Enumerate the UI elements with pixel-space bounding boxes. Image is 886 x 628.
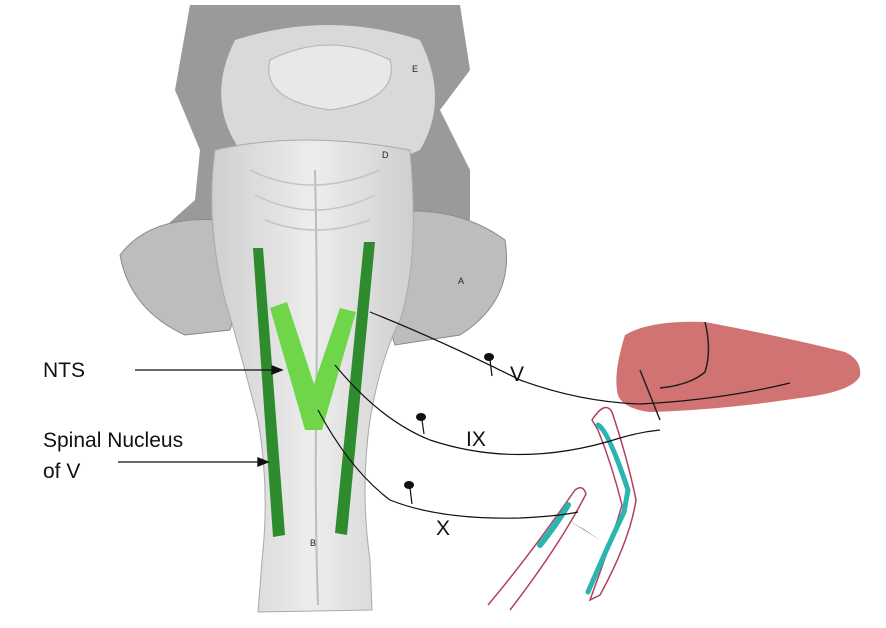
- nts-nucleus: [270, 302, 356, 430]
- pharynx-fill: [585, 422, 631, 595]
- ganglion-ix-icon: [416, 413, 426, 421]
- region-letter-d: D: [382, 150, 389, 160]
- ganglion-cells: [404, 353, 494, 489]
- spinal-nucleus-label-line1: Spinal Nucleus: [43, 429, 183, 452]
- pharynx-tongue: [487, 406, 637, 611]
- spinal-nucleus-left-bar: [253, 248, 285, 537]
- nerve-x-stem: [409, 487, 413, 505]
- nerve-fibers: [317, 311, 791, 519]
- colliculi: [268, 44, 392, 111]
- spinal-nucleus-arrow-head: [257, 457, 270, 467]
- nerve-ix-label: IX: [466, 428, 486, 451]
- tongue-pointer: [568, 520, 600, 540]
- nerve-v-label: V: [510, 363, 524, 386]
- face-organ-inner-lines: [639, 321, 710, 421]
- spinal-nucleus-of-v: [253, 242, 375, 537]
- region-letter-e: E: [412, 64, 418, 74]
- nerve-v-fiber: [369, 311, 791, 405]
- nerve-x-fiber: [317, 409, 579, 519]
- region-letter-a: A: [458, 276, 464, 286]
- ganglion-x-icon: [404, 481, 414, 489]
- spinal-nucleus-label-line2: of V: [43, 460, 80, 483]
- nerve-ix-stem: [421, 419, 425, 435]
- tongue-outline: [487, 487, 587, 611]
- region-letter-b: B: [310, 538, 316, 548]
- tongue-fill: [537, 502, 571, 548]
- nts-arrow-head: [271, 365, 284, 375]
- nerve-v-stem: [489, 359, 493, 377]
- ganglion-v-icon: [484, 353, 494, 361]
- face-organ: [616, 321, 861, 412]
- spinal-nucleus-right-bar: [335, 242, 375, 535]
- nts-label: NTS: [43, 359, 85, 382]
- pharynx-outline: [588, 406, 637, 602]
- nerve-ix-fiber: [334, 364, 661, 456]
- pons-texture: [249, 169, 381, 231]
- label-arrows: [118, 365, 284, 467]
- nerve-x-label: X: [436, 517, 450, 540]
